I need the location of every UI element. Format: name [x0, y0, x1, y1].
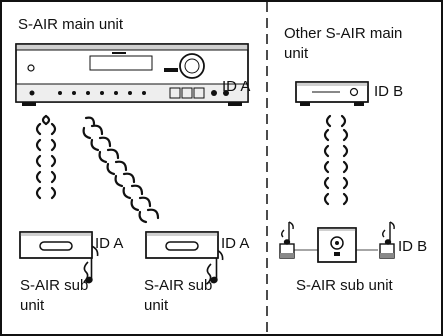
- other-sub-unit-caption: S-AIR sub unit: [296, 277, 393, 294]
- wireless-signal-icon: [323, 114, 349, 206]
- main-unit-id-label: ID A: [222, 78, 251, 95]
- wireless-signal-icon: [82, 116, 160, 224]
- sub-unit-1-caption-line1: S-AIR sub: [20, 277, 89, 294]
- sub-unit-2-caption-line1: S-AIR sub: [144, 277, 213, 294]
- sub-unit-1-id-label: ID A: [95, 235, 124, 252]
- music-note-icon: [281, 221, 294, 245]
- speaker-icon: [279, 227, 395, 263]
- other-panel-title-line2: unit: [284, 45, 309, 62]
- music-note-icon: [382, 221, 395, 245]
- main-panel-title: S-AIR main unit: [18, 16, 124, 33]
- wireless-signal-icon: [35, 114, 57, 200]
- other-sub-unit-id-label: ID B: [398, 238, 428, 255]
- sub-unit-1-caption-line2: unit: [20, 297, 45, 314]
- sub-unit-icon: [145, 231, 219, 259]
- sub-unit-icon: [19, 231, 93, 259]
- sub-unit-2-caption-line2: unit: [144, 297, 169, 314]
- other-main-unit-id-label: ID B: [374, 83, 404, 100]
- sub-unit-2-id-label: ID A: [221, 235, 250, 252]
- other-panel-title-line1: Other S-AIR main: [284, 25, 403, 42]
- compact-main-unit-icon: [295, 81, 369, 106]
- receiver-icon: [15, 43, 249, 106]
